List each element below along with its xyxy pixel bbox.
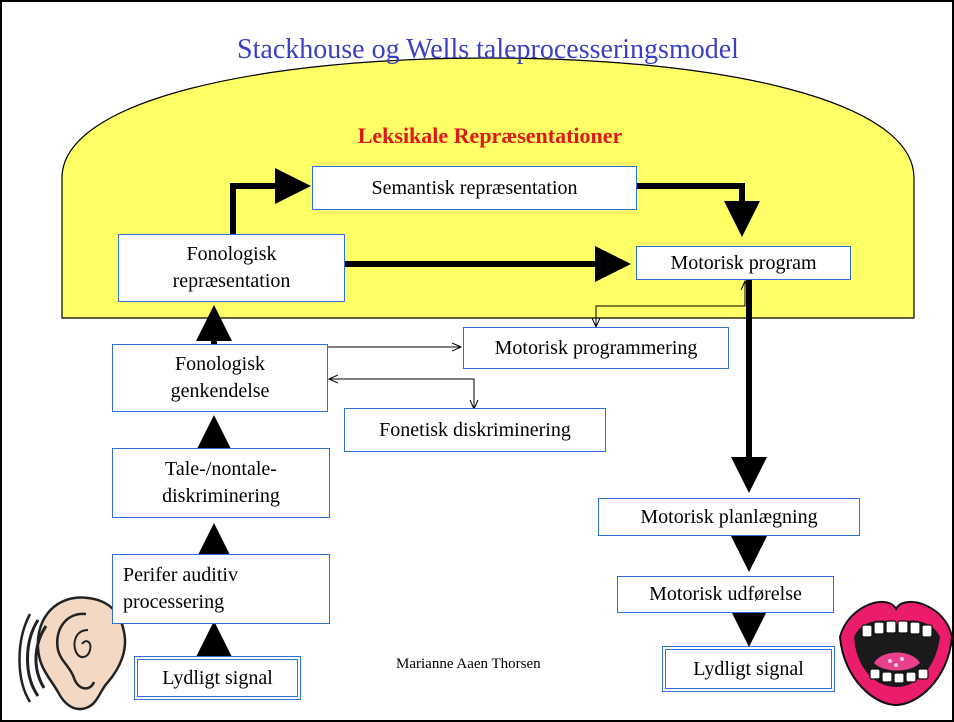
box-sound-signal-input: Lydligt signal (134, 656, 301, 700)
box-semantic-representation: Semantisk repræsentation (312, 166, 637, 210)
footer-author: Marianne Aaen Thorsen (396, 656, 541, 672)
box-label: Lydligt signal (693, 657, 804, 680)
box-label: Motorisk planlægning (640, 505, 818, 528)
box-label: Lydligt signal (162, 666, 273, 689)
arrow-motorprogram-to-motorprogramming (596, 292, 746, 326)
box-speech-nonspeech-discrimination: Tale-/nontale- diskriminering (112, 448, 330, 518)
lexical-region-label: Leksikale Repræsentationer (357, 123, 623, 148)
box-label: Tale-/nontale- diskriminering (162, 458, 280, 507)
box-label: Fonologisk genkendelse (170, 353, 270, 402)
box-sound-signal-output: Lydligt signal (662, 646, 835, 692)
box-label: Semantisk repræsentation (371, 176, 578, 199)
box-label: Fonetisk diskriminering (379, 418, 571, 441)
box-motor-planning: Motorisk planlægning (598, 498, 860, 536)
box-peripheral-auditory-processing: Perifer auditiv processering (112, 554, 330, 624)
box-phonological-recognition: Fonologisk genkendelse (112, 344, 328, 412)
mouth-icon (838, 600, 954, 707)
box-label: Fonologisk repræsentation (172, 243, 291, 292)
box-motor-programming: Motorisk programmering (463, 327, 729, 369)
box-label: Perifer auditiv processering (123, 564, 238, 613)
box-label: Motorisk programmering (494, 336, 698, 359)
arrow-recognition-to-phonetic (340, 378, 474, 408)
arrow-semantic-to-motor (637, 183, 760, 237)
box-phonetic-discrimination: Fonetisk diskriminering (344, 408, 606, 452)
ear-icon (18, 596, 127, 711)
box-motor-execution: Motorisk udførelse (617, 576, 834, 613)
box-label: Motorisk udførelse (649, 583, 802, 605)
box-label: Motorisk program (670, 251, 817, 274)
box-motor-program: Motorisk program (636, 246, 851, 280)
arrow-phon-to-semantic (230, 168, 311, 234)
box-phonological-representation: Fonologisk repræsentation (118, 234, 345, 302)
slide-title: Stackhouse og Wells taleprocesseringsmod… (237, 34, 739, 65)
